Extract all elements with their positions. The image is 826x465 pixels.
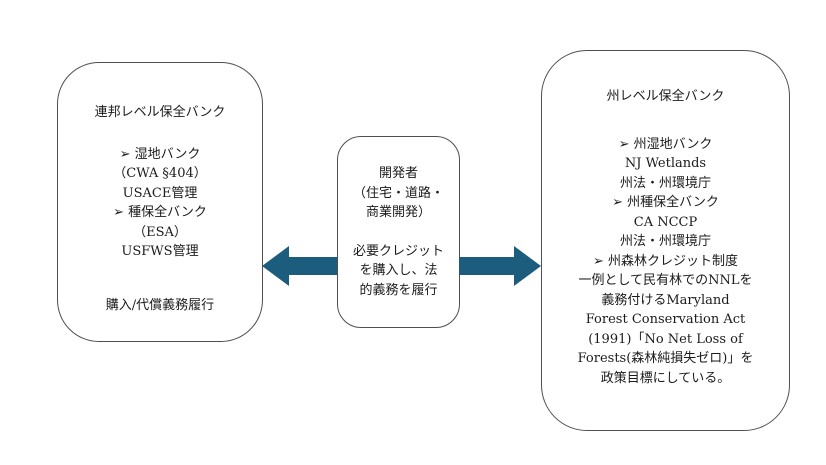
text-line: CA NCCP (633, 214, 698, 230)
federal-bank-list: ➢ 湿地バンク （CWA §404） USACE管理 ➢ 種保全バンク （ESA） USF… (66, 145, 254, 262)
developer-box: 開発者 （住宅・道路・商業開発） 必要クレジットを購入し、法的義務を履行 (337, 136, 460, 328)
text-line: （住宅・道路・ (352, 185, 444, 201)
arrow-left-shape (262, 246, 337, 286)
text-line: (1991)「No Net Loss of (588, 331, 743, 347)
text-line: USACE管理 (122, 185, 198, 201)
text-line: を購入し、法 (359, 263, 438, 278)
federal-bank-title: 連邦レベル保全バンク (94, 105, 226, 120)
text-line: USFWS管理 (121, 244, 199, 259)
text-line: 必要クレジット (352, 243, 444, 259)
arrow-left-icon (262, 246, 337, 286)
text-line: 政策目標にしている。 (600, 370, 731, 386)
arrow-right-shape (459, 246, 541, 286)
text-line: ➢ 州種保全バンク (612, 195, 719, 210)
text-line: 商業開発） (365, 205, 431, 220)
arrow-right-icon (459, 246, 541, 286)
text-line: （ESA） (133, 224, 187, 240)
text-line: （CWA §404） (113, 166, 207, 181)
text-line: 州法・州環境庁 (619, 234, 711, 249)
federal-bank-box: 連邦レベル保全バンク ➢ 湿地バンク （CWA §404） USACE管理 ➢ 種保全… (57, 62, 263, 342)
text-line: ➢ 種保全バンク (113, 205, 207, 220)
text-line: 一例として民有林でのNNLを (578, 273, 753, 288)
text-line: 開発者 (378, 166, 418, 181)
text-line: 的義務を履行 (359, 282, 438, 298)
developer-role-lines: 開発者 （住宅・道路・商業開発） (342, 164, 455, 223)
state-bank-box: 州レベル保全バンク ➢ 州湿地バンク NJ Wetlands 州法・州環境庁 ➢ 州種… (541, 50, 790, 431)
state-bank-list: ➢ 州湿地バンク NJ Wetlands 州法・州環境庁 ➢ 州種保全バンク CA NC… (550, 135, 781, 389)
state-bank-title: 州レベル保全バンク (606, 89, 725, 104)
text-line: Forest Conservation Act (585, 312, 746, 327)
federal-bank-footer: 購入/代償義務履行 (105, 297, 215, 313)
text-line: ➢ 湿地バンク (119, 146, 201, 162)
text-line: 義務付けるMaryland (601, 292, 730, 308)
developer-action-lines: 必要クレジットを購入し、法的義務を履行 (342, 242, 455, 301)
text-line: ➢ 州湿地バンク (618, 136, 713, 152)
text-line: NJ Wetlands (624, 156, 707, 171)
text-line: Forests(森林純損失ゼロ)」を (577, 351, 754, 366)
text-line: ➢ 州森林クレジット制度 (592, 253, 739, 269)
text-line: 州法・州環境庁 (619, 175, 711, 191)
